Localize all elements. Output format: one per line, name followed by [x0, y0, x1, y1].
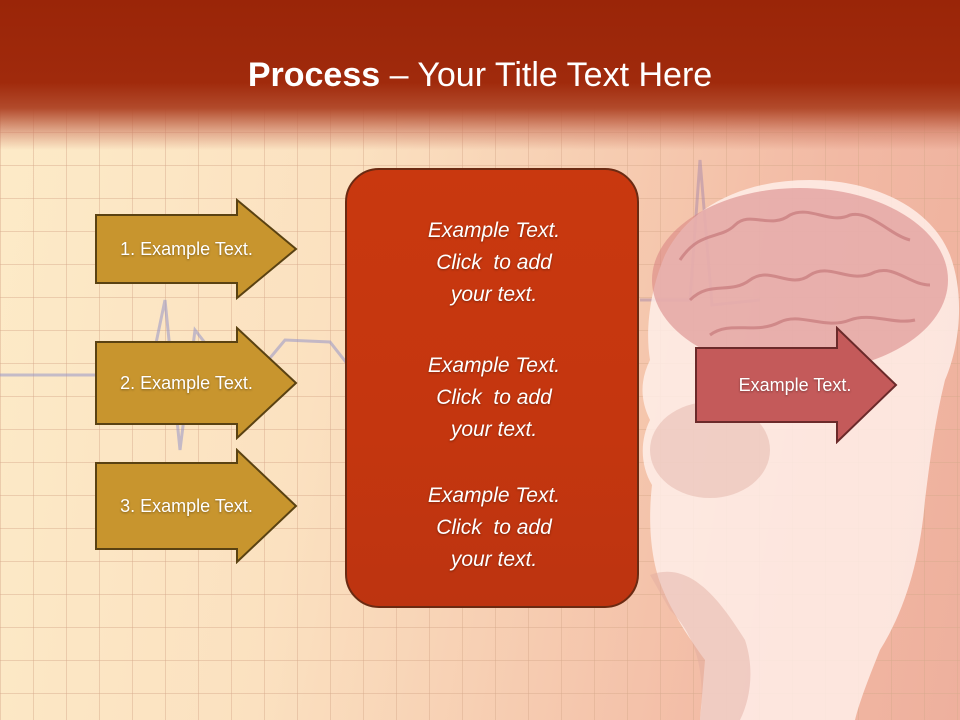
- center-text-block-2: Example Text. Click to add your text.: [347, 350, 641, 446]
- title-bold-part: Process: [247, 56, 381, 94]
- center-text-box[interactable]: Example Text. Click to add your text. Ex…: [345, 168, 639, 608]
- text-line: Click to add: [436, 386, 552, 409]
- text-line: Example Text.: [427, 219, 561, 242]
- text-line: your text.: [450, 418, 538, 441]
- center-text-block-3: Example Text. Click to add your text.: [347, 480, 641, 576]
- text-line: Click to add: [436, 251, 552, 274]
- left-arrow-1[interactable]: 1. Example Text.: [94, 197, 300, 301]
- slide-title[interactable]: Process – Your Title Text Here: [0, 52, 960, 98]
- right-arrow-label: Example Text.: [738, 374, 852, 395]
- text-line: your text.: [450, 283, 538, 306]
- arrow-right-icon: [95, 447, 298, 565]
- text-line: Example Text.: [427, 354, 561, 377]
- jaw-illustration: [650, 402, 770, 498]
- left-arrow-2-label: 2. Example Text.: [120, 372, 253, 393]
- title-rest-part: – Your Title Text Here: [380, 56, 713, 94]
- left-arrow-3[interactable]: 3. Example Text.: [94, 447, 300, 565]
- neck-shadow: [650, 571, 751, 720]
- center-text-block-1: Example Text. Click to add your text.: [347, 215, 641, 311]
- title-bar: [0, 0, 960, 150]
- left-arrow-3-label: 3. Example Text.: [120, 495, 253, 516]
- arrow-right-icon: [95, 325, 298, 441]
- brain-illustration: [652, 188, 948, 372]
- left-arrow-1-label: 1. Example Text.: [120, 238, 253, 259]
- text-line: Example Text.: [427, 484, 561, 507]
- arrow-right-icon: [695, 325, 898, 445]
- brain-folds: [678, 210, 931, 337]
- left-arrow-2[interactable]: 2. Example Text.: [94, 325, 300, 441]
- arrow-right-icon: [95, 197, 298, 301]
- right-arrow[interactable]: Example Text.: [694, 325, 900, 445]
- text-line: your text.: [450, 548, 538, 571]
- text-line: Click to add: [436, 516, 552, 539]
